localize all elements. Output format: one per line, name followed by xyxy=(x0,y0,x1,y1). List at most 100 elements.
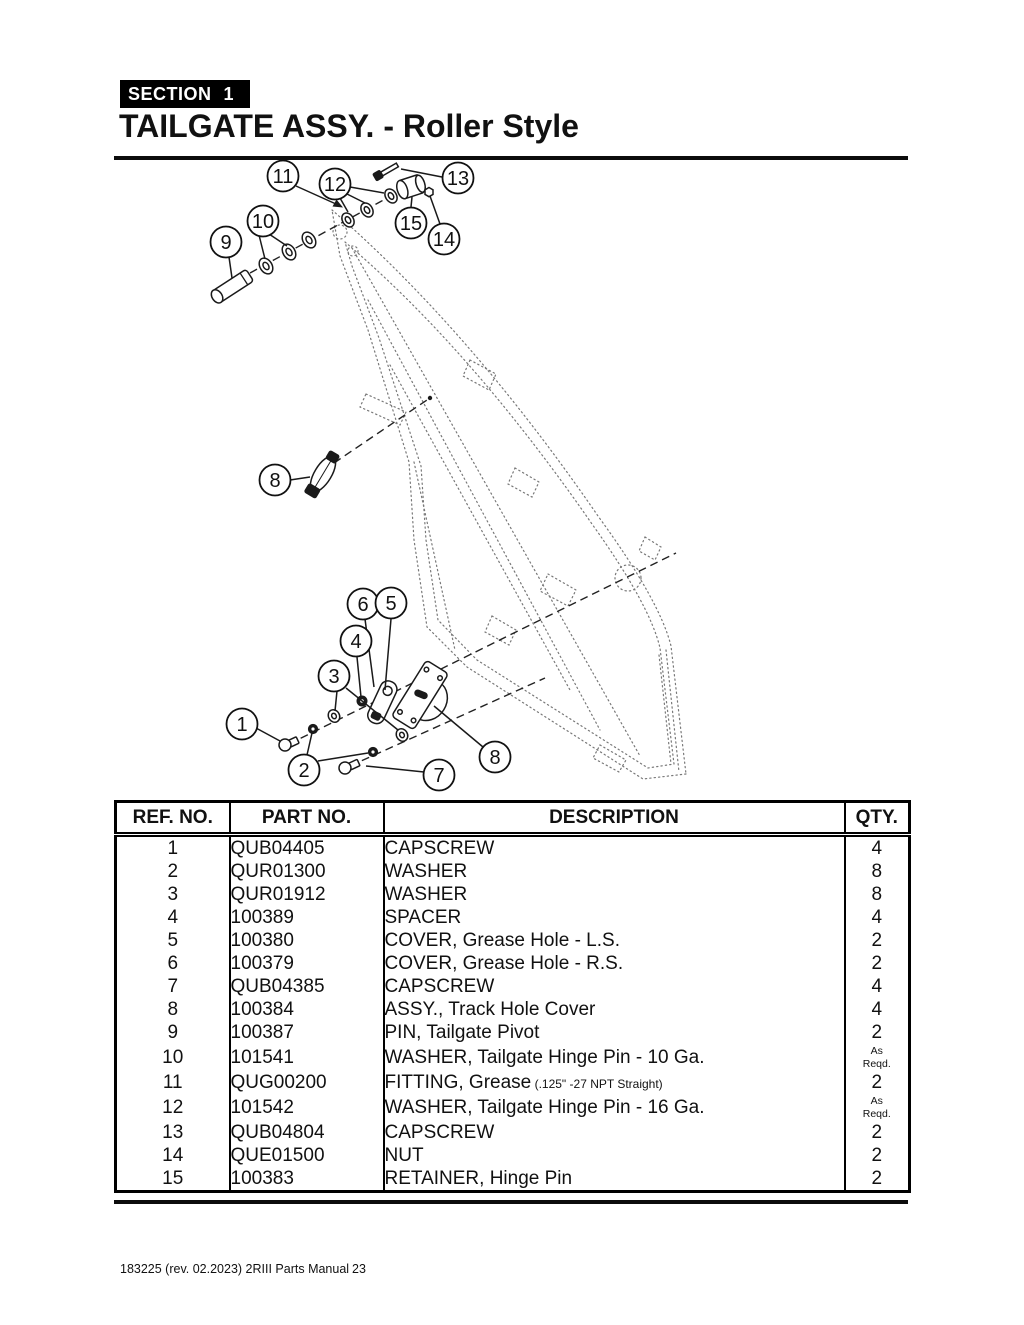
part-description: SPACER xyxy=(383,906,846,929)
part-number: QUG00200 xyxy=(229,1071,385,1094)
part-number: 101542 xyxy=(229,1094,385,1121)
part-number: QUR01300 xyxy=(229,860,385,883)
part-number: 100387 xyxy=(229,1021,385,1044)
table-header-row: REF. NO. PART NO. DESCRIPTION QTY. xyxy=(115,801,910,837)
part-description: WASHER, Tailgate Hinge Pin - 10 Ga. xyxy=(383,1044,846,1071)
part-qty: 8 xyxy=(871,884,883,905)
exploded-view-diagram: 11 12 13 15 14 10 9 8 6 5 4 3 1 2 7 8 xyxy=(209,159,687,792)
part-number: 100379 xyxy=(229,952,385,975)
part-ref: 9 xyxy=(115,1021,231,1044)
page-footer: 183225 (rev. 02.2023) 2RIII Parts Manual… xyxy=(0,1262,1024,1282)
col-header-qty: QTY. xyxy=(844,801,910,837)
callout-8-upper: 8 xyxy=(258,463,292,497)
svg-text:4: 4 xyxy=(350,631,361,653)
callout-5: 5 xyxy=(374,586,408,620)
svg-text:5: 5 xyxy=(385,593,396,615)
track-hole-cover-part xyxy=(304,395,433,499)
part-ref: 11 xyxy=(115,1071,231,1094)
part-qty: 2 xyxy=(871,1022,883,1043)
hinge-pin-axis xyxy=(249,190,401,274)
callout-7: 7 xyxy=(422,758,456,792)
part-ref: 3 xyxy=(115,883,231,906)
callout-3: 3 xyxy=(317,659,351,693)
callout-9: 9 xyxy=(209,225,243,259)
part-qty: 2 xyxy=(871,1145,883,1166)
washer-part xyxy=(258,188,398,275)
part-ref: 5 xyxy=(115,929,231,952)
callout-15: 15 xyxy=(394,206,428,240)
part-description: WASHER xyxy=(383,860,846,883)
svg-text:2: 2 xyxy=(298,760,309,782)
part-qty: 4 xyxy=(871,907,883,928)
svg-text:14: 14 xyxy=(433,229,455,251)
washer-part xyxy=(307,695,409,758)
part-number: QUB04804 xyxy=(229,1121,385,1144)
tailgate-outline xyxy=(331,209,687,780)
part-number: QUR01912 xyxy=(229,883,385,906)
part-description: WASHER, Tailgate Hinge Pin - 16 Ga. xyxy=(383,1094,846,1121)
svg-text:8: 8 xyxy=(269,470,280,492)
part-ref: 2 xyxy=(115,860,231,883)
part-number: 100383 xyxy=(229,1167,385,1192)
part-ref: 1 xyxy=(115,834,231,860)
footer-doc-info: 183225 (rev. 02.2023) 2RIII Parts Manual xyxy=(120,1262,350,1276)
part-qty: 2 xyxy=(871,1072,883,1093)
part-qty: 8 xyxy=(871,861,883,882)
svg-text:6: 6 xyxy=(357,594,368,616)
part-ref: 12 xyxy=(115,1094,231,1121)
footer-page-number: 23 xyxy=(352,1262,366,1276)
col-header-description: DESCRIPTION xyxy=(383,801,846,837)
svg-text:10: 10 xyxy=(252,211,274,233)
section-label: SECTION xyxy=(128,83,212,104)
svg-text:8: 8 xyxy=(489,747,500,769)
part-description: FITTING, Grease (.125" -27 NPT Straight) xyxy=(383,1071,846,1094)
part-qty: 4 xyxy=(871,976,883,997)
part-qty: 2 xyxy=(871,1168,883,1189)
part-description: ASSY., Track Hole Cover xyxy=(383,998,846,1021)
capscrew-part xyxy=(278,736,300,752)
part-ref: 14 xyxy=(115,1144,231,1167)
part-number: 100380 xyxy=(229,929,385,952)
callout-14: 14 xyxy=(427,222,461,256)
callout-1: 1 xyxy=(225,707,259,741)
part-description: NUT xyxy=(383,1144,846,1167)
part-qty: 2 xyxy=(871,953,883,974)
callout-12: 12 xyxy=(318,167,352,201)
callout-2: 2 xyxy=(287,753,321,787)
part-description-note: (.125" -27 NPT Straight) xyxy=(531,1077,663,1091)
part-ref: 10 xyxy=(115,1044,231,1071)
part-qty: 4 xyxy=(871,999,883,1020)
part-number: 100384 xyxy=(229,998,385,1021)
lower-axis-lines xyxy=(288,552,677,767)
footer-rule xyxy=(114,1200,908,1204)
svg-text:1: 1 xyxy=(236,714,247,736)
svg-text:7: 7 xyxy=(433,765,444,787)
part-ref: 13 xyxy=(115,1121,231,1144)
part-number: 101541 xyxy=(229,1044,385,1071)
part-number: QUB04385 xyxy=(229,975,385,998)
part-ref: 7 xyxy=(115,975,231,998)
part-description: PIN, Tailgate Pivot xyxy=(383,1021,846,1044)
svg-text:9: 9 xyxy=(220,232,231,254)
part-qty: 2 xyxy=(871,930,883,951)
capscrew-part xyxy=(372,162,400,181)
part-ref: 4 xyxy=(115,906,231,929)
part-ref: 6 xyxy=(115,952,231,975)
part-description: RETAINER, Hinge Pin xyxy=(383,1167,846,1192)
part-number: QUB04405 xyxy=(229,834,385,860)
col-header-part: PART NO. xyxy=(229,801,385,837)
